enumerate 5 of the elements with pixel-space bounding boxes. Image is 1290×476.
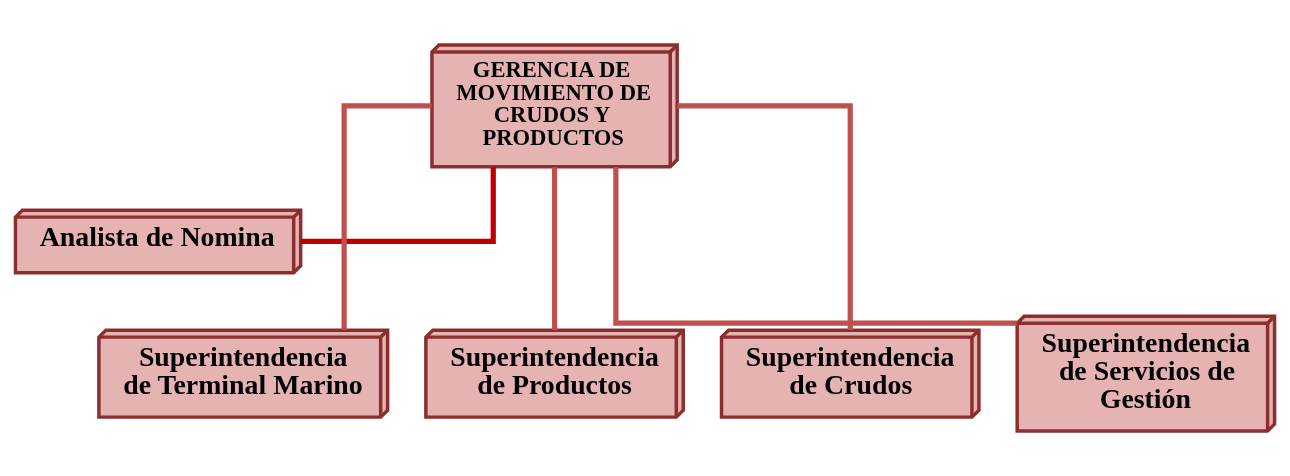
connector: [341, 103, 432, 330]
connector: [300, 167, 496, 245]
connector: [677, 103, 853, 330]
connector: [551, 167, 558, 331]
connector: [613, 166, 1017, 326]
